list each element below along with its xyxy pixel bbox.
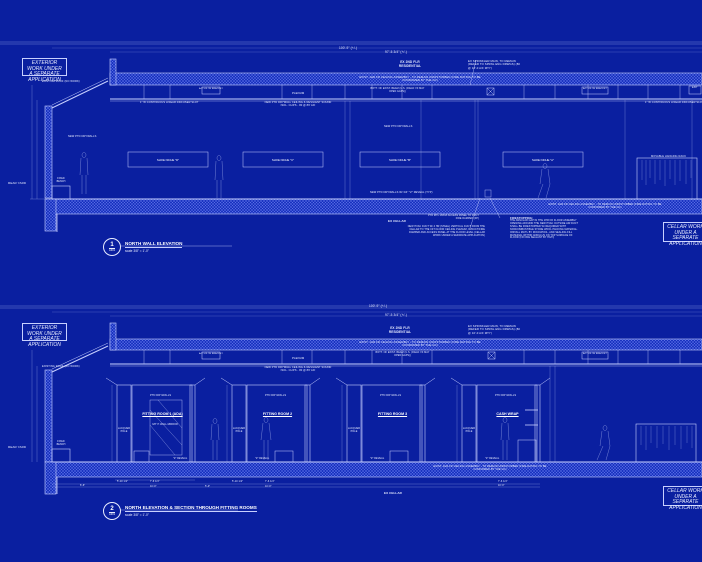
plenum-label-2: PLENUM [292, 356, 305, 360]
firestopping-note-1: THE ANNULAR GAP IN THE 1HR FR FLOOR ASSE… [510, 219, 579, 240]
shoe-niche-a: SHOE NICHE "A" [531, 158, 555, 162]
drawing-title-1: NORTH WALL ELEVATION [125, 241, 183, 248]
firestopping-title-1: FIRESTOPPING: [510, 216, 534, 220]
shoe-niche-d: SHOE NICHE "D" [156, 158, 180, 162]
bottom-dim-1: 5'-10 1/2" [117, 480, 129, 483]
cellar-label-1: EX CELLAR [388, 219, 406, 223]
second-dimension-2: 97'-5 3/4" (+/-) [385, 313, 407, 317]
room2-reveal-label: "Z" REVEAL [255, 457, 270, 460]
movable-rack-1: MOVABLE HANGING RACK [651, 155, 687, 158]
ac-unit-label-1b: A/C 5/8 ON BRACKET [583, 88, 607, 90]
overall-dimension-1: 100'-9" (+/-) [339, 46, 358, 50]
title-block-1: 1 A301 NORTH WALL ELEVATION scale 3/8" =… [103, 238, 183, 256]
cellar-label-2: EX CELLAR [384, 491, 402, 495]
shoe-niche-c: SHOE NICHE "C" [271, 158, 295, 162]
sprinkler-note-1: EX SPRINKLER MAIN, TO REMAIN (REFER TO S… [468, 59, 521, 70]
second-dimension-1: 97'-5 3/4" (+/-) [385, 50, 407, 54]
elevation-2-linework [0, 305, 702, 511]
drawing-scale-1: scale 3/8" = 1'-0" [125, 249, 149, 253]
bottom-dim-6: 7'-6 1/4" [265, 480, 275, 483]
plenum-label-1: PLENUM [292, 91, 305, 95]
room2-wall-label: PTD DRYWALLS [265, 394, 287, 397]
rear-yard-1: REAR YARD [8, 181, 27, 185]
drawing-title-2: NORTH ELEVATION & SECTION THROUGH FITTIN… [125, 505, 257, 512]
residential-label-1b: RESIDENTIAL [398, 64, 422, 68]
bottom-dim-2: 7'-6 1/4" [150, 480, 160, 483]
fixed-bench-1: FIXED BENCH [56, 177, 66, 183]
diffuser-note-1a: 1" W CONTINUOUS LINEAR DIFFUSER SLOT [140, 101, 199, 104]
title-block-2: 2 A301 NORTH ELEVATION & SECTION THROUGH… [103, 502, 257, 520]
room3-pole-label: LACQUER POLE [347, 427, 361, 433]
access-panel-note-1: PTD MTL 18X18 ACCESS PANEL TO DUCT FIRE … [428, 214, 479, 220]
room1-wall-label: PTD DRYWALLS [150, 394, 172, 397]
room3-reveal-label: "Z" REVEAL [370, 457, 385, 460]
ac-unit-label-1a: A/C 5/8 ON BRACKET [199, 88, 223, 90]
room1-reveal-label: "Z" REVEAL [173, 457, 188, 460]
existing-roof-2: EXISTING ROOF (NO WORK) [42, 365, 80, 368]
bottom-dim-9: 10'-0" [498, 484, 505, 487]
drywall-ceiling-note-1: NEW PTD DRYWALL CEILING & RESILIENT SOUN… [264, 101, 332, 107]
soffit-note-1: BOTT. OF EXIST. BEAM (U.S. (FIELD VF MAY… [370, 87, 425, 93]
cashwrap-name: CASH WRAP [496, 412, 519, 416]
residential-label-2b: RESIDENTIAL [388, 330, 412, 334]
shoe-niche-b: SHOE NICHE "B" [388, 158, 412, 162]
exterior-work-note-2: EXTERIOR WORK UNDER A SEPARATE APPLICATI… [22, 323, 67, 347]
bottom-dim-5: 5'-10 1/2" [232, 480, 244, 483]
residential-label-2a: EX 2nd FLR [390, 326, 410, 330]
bottom-dim-0: 6'-6" [80, 484, 86, 487]
rear-yard-2: REAR YARD [8, 445, 27, 449]
room3-wall-label: PTD DRYWALLS [380, 394, 402, 397]
bottom-dim-7: 10'-0" [265, 485, 272, 488]
room1-mirror-label: 3/8" H WALL MIRROR [152, 423, 178, 426]
ac-unit-label-2a: A/C 5/8 ON BRACKET [199, 353, 223, 355]
fitting-room-walls [116, 384, 541, 463]
new-drywalls-center-1: NEW PTD DRYWALLS [384, 125, 413, 128]
residential-label-1a: EX 2nd FLR [400, 60, 420, 64]
existing-roof-1: EXISTING ROOF (NO WORK) [42, 80, 80, 83]
elevation-1-linework [0, 41, 702, 247]
bottom-dim-3: 10'-0" [150, 485, 157, 488]
soffit-note-2: BOTT. OF EXIST. BEAM (U.S. (FIELD VF MAY… [375, 351, 430, 357]
room1-name: FITTING ROOM 1 (ADA) [142, 412, 183, 416]
base-reveal-note-1: NEW PTD DRYWALLS w/ 3/4" "Z" REVEAL (TYP… [370, 191, 433, 194]
room1-pole-label: LACQUER POLE [117, 427, 131, 433]
ac-unit-label-2b: A/C 5/8 ON BRACKET [583, 353, 607, 355]
exit-sign-1: EXIT [692, 86, 698, 89]
drawing-scale-2: scale 3/8" = 1'-0" [125, 513, 149, 517]
ceiling-assembly-note-2: EXIST. 1HR FR CEILING ASSEMBLY - TO REMA… [359, 340, 481, 348]
room2-pole-label: LACQUER POLE [232, 427, 246, 433]
room2-name: FITTING ROOM 2 [262, 412, 293, 416]
exterior-work-note-1: EXTERIOR WORK UNDER A SEPARATE APPLICATI… [22, 58, 67, 82]
drywall-ceiling-note-2: NEW PTD DRYWALL CEILING & RESILIENT SOUN… [264, 366, 332, 372]
overall-dimension-2: 100'-9" (+/-) [369, 304, 388, 308]
ceiling-assembly-note-1: EXIST. 1HR FR CEILING ASSEMBLY - TO REMA… [359, 75, 481, 83]
fixed-bench-2: FIXED BENCH [56, 440, 66, 446]
sprinkler-note-2: EX SPRINKLER MAIN, TO REMAIN (REFER TO S… [468, 324, 521, 335]
detail-bubble-2: 2 A301 [103, 502, 121, 520]
bottom-dim-4: 5'-0" [205, 485, 211, 488]
diffuser-note-1b: 1" W CONTINUOUS LINEAR DIFFUSER SLOT [645, 101, 702, 104]
detail-bubble-1: 1 A301 [103, 238, 121, 256]
hvac-duct-note-1: NEW HVAC DUCT w/ 4 HR (STEEL) VERTICAL D… [407, 225, 485, 237]
cashwrap-pole-label: LACQUER POLE [462, 427, 476, 433]
floor-assembly-note-2: EXIST. 1HR FR CEILING ASSEMBLY - TO REMA… [433, 465, 547, 471]
cashwrap-reveal-label: "Z" REVEAL [485, 457, 500, 460]
cashwrap-wall-label: PTD DRYWALLS [495, 394, 517, 397]
new-drywalls-left-1: NEW PTD DRYWALLS [68, 135, 97, 138]
cellar-work-note-2: CELLAR WORK UNDER A SEPARATE APPLICATION [663, 486, 702, 510]
cellar-work-note-1: CELLAR WORK UNDER A SEPARATE APPLICATION [663, 222, 702, 246]
floor-assembly-note-1: EXIST. 1HR FR CEILING ASSEMBLY - TO REMA… [548, 203, 662, 209]
bottom-dim-8: 7'-6 1/4" [498, 480, 508, 483]
room3-name: FITTING ROOM 3 [377, 412, 408, 416]
